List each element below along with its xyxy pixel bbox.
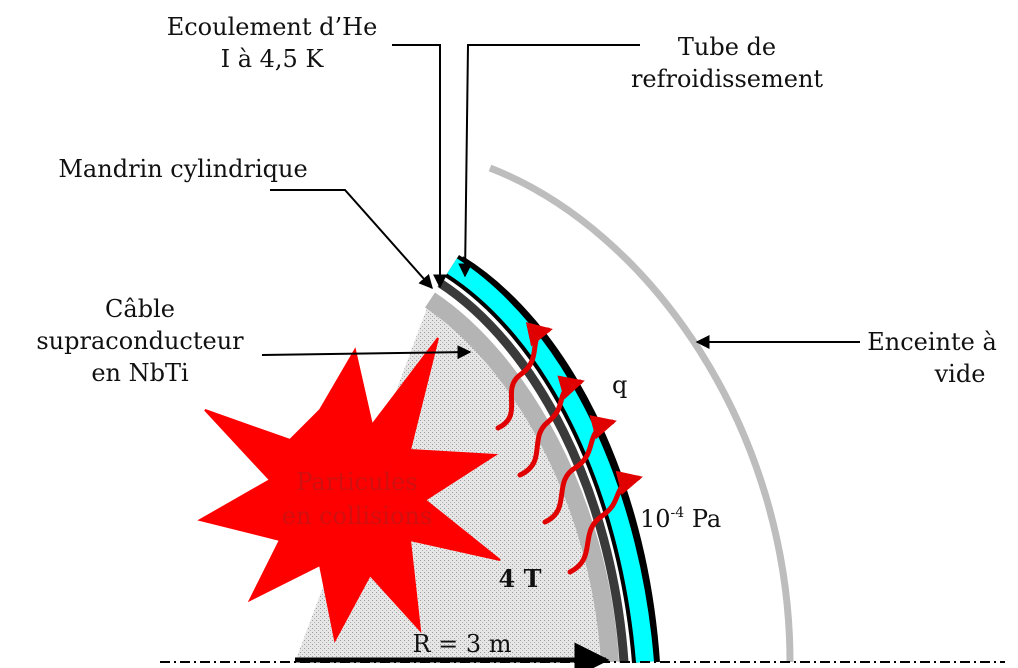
mandrel-leader (270, 189, 433, 290)
pressure-unit: Pa (684, 505, 721, 533)
heat-arrow-1 (495, 322, 553, 431)
vacuum-vessel-arc (488, 164, 794, 663)
vacuum-vessel-label-line2: vide (934, 360, 986, 388)
particle-collision-burst (197, 337, 501, 643)
particles-label-line2: en collisions (282, 502, 432, 530)
heat-flux-label: q (612, 371, 627, 399)
mandrel-layer (437, 279, 629, 663)
cooling-tube-leader (458, 44, 640, 278)
cable-label-line2: supraconducteur (36, 327, 244, 355)
superconducting-cable-layer (425, 292, 619, 663)
helium-flow-label-line2: I à 4,5 K (221, 45, 325, 73)
cable-label-line1: Câble (105, 295, 175, 323)
helium-flow-leader (392, 44, 447, 289)
heat-arrow-2 (517, 375, 585, 478)
pressure-label: 10-4 Pa (640, 505, 721, 533)
heat-arrow-4 (567, 470, 643, 575)
heat-flux-arrows (495, 322, 643, 575)
cooling-tube-label-line2: refroidissement (631, 65, 823, 93)
radius-label: R = 3 m (412, 630, 511, 658)
pressure-exponent: -4 (671, 505, 685, 521)
helium-channel (447, 258, 654, 663)
vacuum-vessel-label-line1: Enceinte à (867, 328, 997, 356)
pressure-base: 10 (640, 505, 671, 533)
particles-label-line1: Particules (296, 468, 417, 496)
mandrel-label: Mandrin cylindrique (58, 155, 307, 183)
helium-flow-label-line1: Ecoulement d’He (167, 13, 378, 41)
cable-leader (261, 345, 472, 360)
cooling-tube-wall (460, 256, 660, 663)
cable-label-line3: en NbTi (91, 359, 189, 387)
magnetic-field-label: 4 T (499, 564, 542, 593)
leader-lines (261, 44, 860, 360)
heat-arrow-3 (542, 415, 617, 525)
cooling-tube-label-line1: Tube de (678, 33, 776, 61)
